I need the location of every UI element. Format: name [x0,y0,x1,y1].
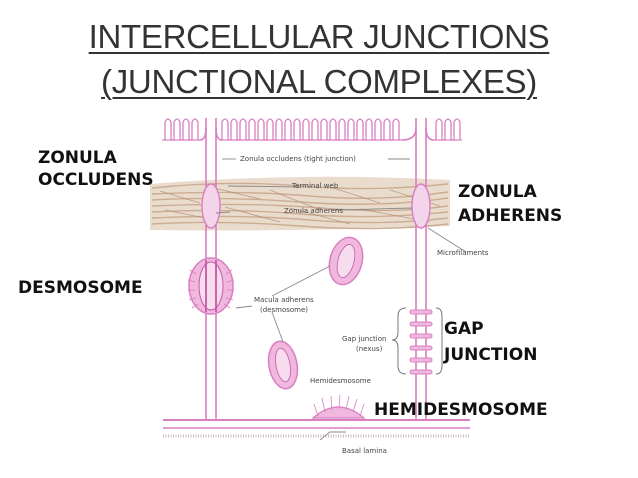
annotation-terminal-web: Terminal web [292,182,339,190]
zonula-adherens-shapes [201,183,431,229]
annotation-gap-junction-line1: Gap junction [342,335,387,343]
basal-lamina [163,419,470,438]
annotation-macula-adherens-line2: (desmosome) [260,306,309,314]
label-zonula-adherens-line1: ZONULA [458,182,537,202]
gap-junction-bracket-right [435,307,443,375]
annotation-zonula-occludens: Zonula occludens (tight junction) [240,155,356,163]
annotation-zonula-adherens: Zonula adherens [284,207,344,215]
macula-adherens-lower [267,340,299,390]
annotation-hemidesmosome: Hemidesmosome [310,377,371,385]
right-cell-membrane [401,118,435,420]
pointer-lines [215,158,467,441]
annotation-macula-adherens-line1: Macula adherens [254,296,314,304]
annotation-gap-junction-line2: (nexus) [356,345,383,353]
title-line-2: (JUNCTIONAL COMPLEXES) [101,63,537,100]
label-gap-junction-line2: JUNCTION [444,345,538,365]
hemidesmosome-shape [311,394,366,419]
label-gap-junction-line1: GAP [444,319,484,339]
label-desmosome: DESMOSOME [18,278,143,298]
label-hemidesmosome: HEMIDESMOSOME [374,400,548,420]
gap-junction-bracket [391,307,407,375]
label-zonula-occludens-line1: ZONULA [38,148,117,168]
terminal-web-band [150,176,450,231]
gap-junction-shape [409,309,433,375]
title-line-1: INTERCELLULAR JUNCTIONS [88,18,550,55]
macula-adherens-upper [328,236,364,286]
label-zonula-adherens-line2: ADHERENS [458,206,563,226]
annotation-microfilaments: Microfilaments [437,249,489,257]
desmosome-shape [187,257,235,315]
label-zonula-occludens-line2: OCCLUDENS [38,170,154,190]
annotation-basal-lamina: Basal lamina [342,447,387,455]
microvilli [162,118,462,141]
